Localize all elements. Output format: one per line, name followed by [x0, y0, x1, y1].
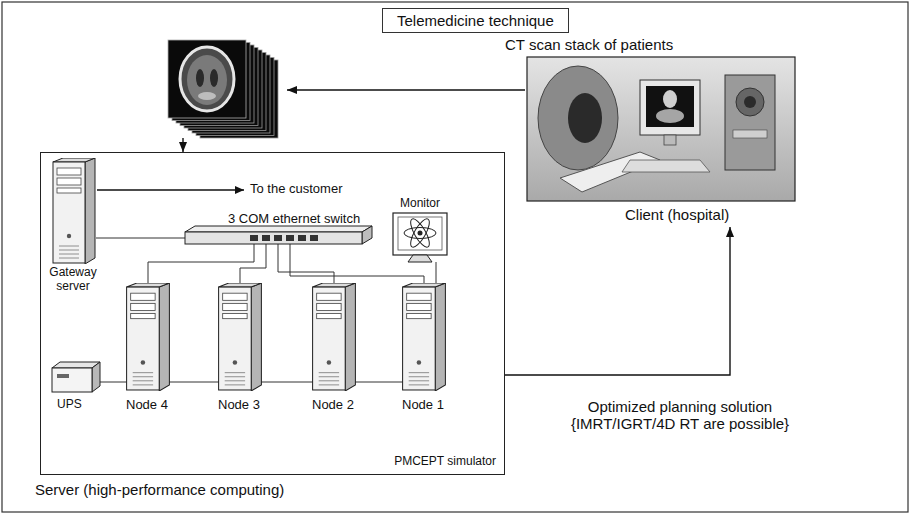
- monitor-label: Monitor: [400, 197, 440, 211]
- compute-node-icon: [403, 283, 446, 391]
- node-label: Node 3: [218, 398, 260, 413]
- device-lens: [736, 88, 764, 116]
- compute-node-icon: [219, 283, 262, 391]
- photo-frame: [527, 57, 795, 201]
- scanner-device: [725, 75, 775, 170]
- gateway-label: Gateway server: [42, 266, 104, 294]
- compute-node-icon: [313, 283, 356, 391]
- node-label: Node 2: [312, 398, 354, 413]
- switch-port: [262, 235, 270, 241]
- ct-gantry: [538, 66, 618, 170]
- edge-label: Optimized planning solution {IMRT/IGRT/4…: [545, 398, 815, 433]
- brain: [187, 55, 227, 105]
- customer-arrow: [97, 189, 244, 190]
- ct-slice-front: [168, 40, 246, 118]
- ct-stack-node: CT scan stack of patients: [165, 36, 287, 138]
- cluster-name: PMCEPT simulator: [394, 455, 496, 469]
- skull: [180, 47, 234, 111]
- title-box: Telemedicine technique: [382, 8, 569, 33]
- connector-arrow: [505, 227, 730, 375]
- monitor-cable: [436, 262, 437, 285]
- ventricle: [196, 69, 204, 87]
- device-panel: [733, 130, 767, 138]
- compute-node-icon: [127, 283, 170, 391]
- connector-arrow: [287, 89, 525, 90]
- workstation-monitor: [640, 80, 700, 135]
- screen-head: [663, 90, 677, 108]
- device-lens-core: [744, 96, 756, 108]
- ethernet-switch: [185, 226, 372, 244]
- switch-side: [362, 226, 372, 244]
- bone-structure: [198, 92, 216, 100]
- gantry-bore: [568, 93, 602, 143]
- node-label: Node 1: [402, 398, 444, 413]
- switch-port: [286, 235, 294, 241]
- switch-label: 3 COM ethernet switch: [228, 212, 360, 227]
- ups-icon: [52, 362, 100, 392]
- atom-orbit: [404, 228, 436, 239]
- ups-label: UPS: [57, 398, 82, 412]
- ups-side: [92, 362, 100, 392]
- network-wire: [240, 244, 266, 285]
- keyboard: [622, 160, 710, 172]
- gateway-server-icon: [53, 158, 95, 264]
- switch-top: [185, 226, 372, 232]
- monitor-stand: [408, 255, 432, 262]
- ventricle: [210, 69, 218, 87]
- monitor-stand: [664, 135, 676, 145]
- switch-port: [298, 235, 306, 241]
- atom-orbit: [407, 216, 433, 249]
- client-node: Client (hospital): [525, 55, 797, 227]
- screen-body: [656, 109, 684, 123]
- switch-port: [250, 235, 258, 241]
- network-wire: [278, 244, 334, 285]
- node-label: Node 4: [126, 398, 168, 413]
- customer-label: To the customer: [250, 182, 343, 197]
- monitor-case: [393, 213, 447, 255]
- client-label: Client (hospital): [625, 206, 729, 223]
- switch-port: [274, 235, 282, 241]
- monitor-screen: [646, 86, 694, 127]
- network-wire: [96, 238, 185, 239]
- server-heading: Server (high-performance computing): [35, 481, 284, 498]
- ct-stack-label: CT scan stack of patients: [505, 36, 673, 53]
- monitor-screen: [398, 217, 442, 250]
- ups-front: [52, 368, 92, 392]
- network-wire: [148, 244, 254, 285]
- ct-stack: [168, 40, 278, 138]
- atom-nucleus: [418, 231, 423, 236]
- monitor-icon: [393, 213, 447, 262]
- atom-orbit: [407, 216, 433, 249]
- connector-arrow: [182, 138, 183, 152]
- switch-port: [310, 235, 318, 241]
- client-photo: [527, 57, 795, 201]
- switch-front: [185, 232, 362, 244]
- ups-display: [57, 374, 69, 378]
